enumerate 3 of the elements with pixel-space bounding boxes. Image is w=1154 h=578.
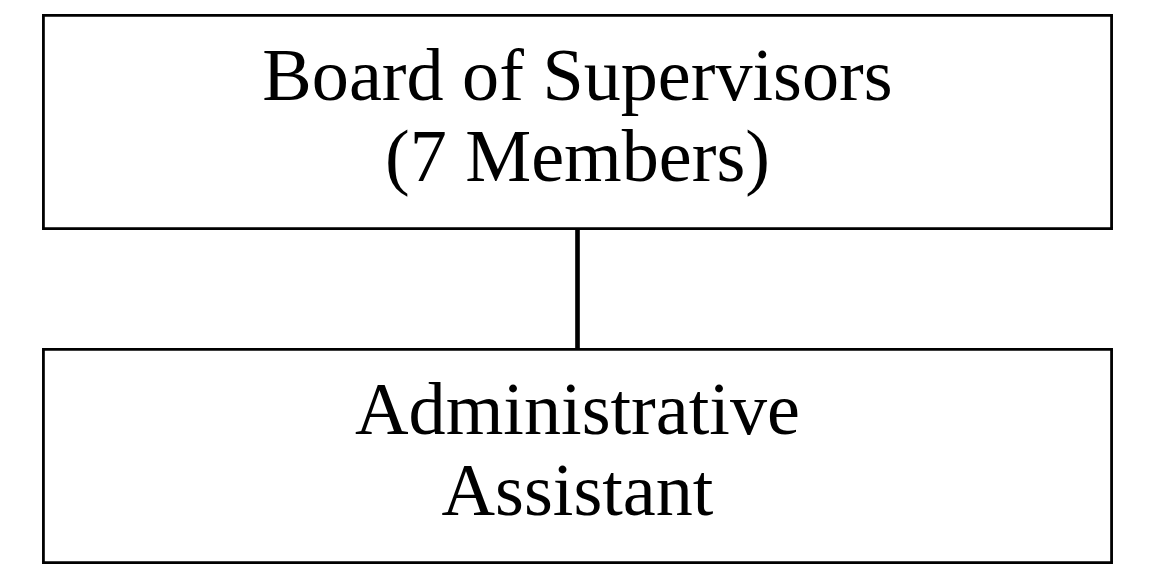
connector: [574, 229, 580, 350]
node-box: Administrative Assistant: [41, 347, 1113, 564]
node-box: Board of Supervisors (7 Members): [41, 14, 1113, 231]
